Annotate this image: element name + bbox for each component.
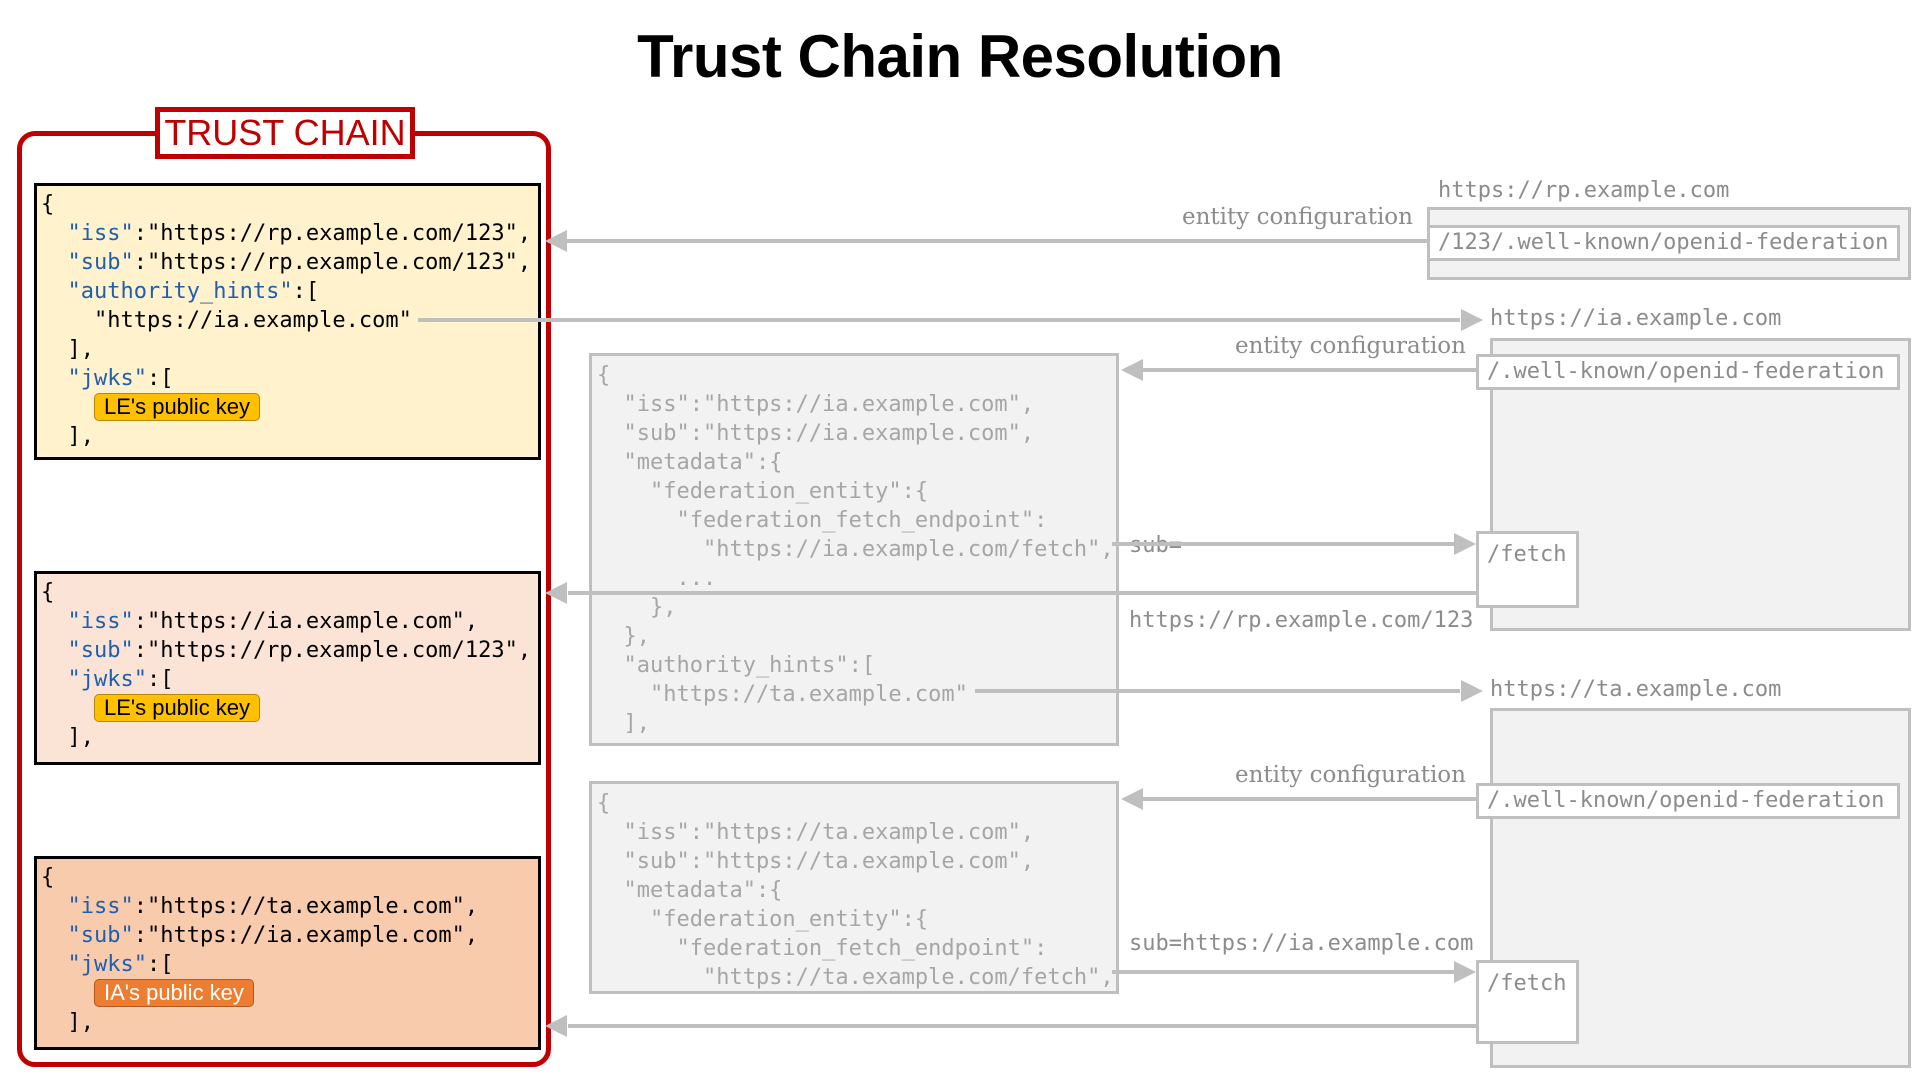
json-line: },: [597, 624, 650, 649]
json-line: ],: [41, 424, 94, 449]
iss-key: "iss": [67, 609, 134, 634]
arrowhead: [1121, 788, 1143, 810]
json-line: "iss":"https://ta.example.com",: [41, 892, 538, 921]
sub-value: :"https://rp.example.com/123",: [133, 250, 532, 275]
authority-hints-key: "authority_hints": [67, 279, 293, 304]
json-line: "federation_entity":{: [597, 479, 929, 504]
ta-subordinate-statement: { "iss":"https://ta.example.com", "sub":…: [34, 856, 541, 1050]
ta-server-panel: [1490, 708, 1911, 1068]
ta-entity-configuration: { "iss":"https://ta.example.com", "sub":…: [589, 781, 1119, 994]
json-line: "iss":"https://ia.example.com",: [41, 607, 538, 636]
ia-host-label: https://ia.example.com: [1490, 306, 1782, 331]
arrowhead: [1461, 309, 1483, 331]
le-public-key-badge: LE's public key: [93, 393, 261, 421]
sub-value: :"https://rp.example.com/123",: [133, 638, 532, 663]
json-line: "https://ia.example.com": [41, 306, 538, 335]
json-line: ],: [41, 725, 94, 750]
json-line: "sub":"https://ia.example.com",: [41, 921, 538, 950]
json-line: "https://ta.example.com/fetch",: [597, 965, 1114, 990]
json-line: ],: [41, 337, 94, 362]
json-line: "sub":"https://ia.example.com",: [597, 421, 1035, 446]
ta-config-endpoint: /.well-known/openid-federation: [1476, 783, 1900, 819]
rp-entity-statement: { "iss":"https://rp.example.com/123", "s…: [34, 183, 541, 460]
json-line: "jwks":[: [67, 667, 174, 692]
json-line: ],: [597, 711, 650, 736]
fetch-query-ta: sub=https://ia.example.com: [1129, 931, 1474, 956]
jwks-key: "jwks": [67, 366, 147, 391]
json-line: {: [597, 363, 611, 388]
ia-fetch-endpoint: /fetch: [1476, 531, 1579, 608]
arrowhead: [1121, 359, 1143, 381]
iss-value: :"https://rp.example.com/123",: [133, 221, 532, 246]
le-public-key-badge: LE's public key: [93, 694, 261, 722]
jwks-key: "jwks": [67, 952, 147, 977]
sub-key: "sub": [67, 923, 134, 948]
entity-configuration-label: entity configuration: [1235, 762, 1466, 788]
json-line: "jwks":[: [67, 366, 174, 391]
json-line: IA's public key: [41, 979, 538, 1008]
json-line: LE's public key: [41, 694, 538, 723]
json-line: LE's public key: [41, 393, 538, 422]
json-line: "federation_fetch_endpoint":: [597, 508, 1048, 533]
entity-configuration-label: entity configuration: [1235, 333, 1466, 359]
json-line: "authority_hints":[: [597, 653, 876, 678]
authority-hint-value: "https://ia.example.com": [93, 308, 412, 333]
json-line: ],: [41, 1010, 94, 1035]
diagram-title: Trust Chain Resolution: [637, 23, 1283, 90]
sub-value: :"https://ia.example.com",: [133, 923, 479, 948]
rp-config-endpoint: /123/.well-known/openid-federation: [1427, 225, 1900, 261]
json-line: "metadata":{: [597, 878, 783, 903]
fetch-query-ia: sub= https://rp.example.com/123: [1129, 483, 1473, 658]
ia-entity-configuration: { "iss":"https://ia.example.com", "sub":…: [589, 353, 1119, 746]
json-line: "federation_fetch_endpoint":: [597, 936, 1048, 961]
json-line: "https://ta.example.com": [597, 682, 968, 707]
ia-subordinate-statement: { "iss":"https://ia.example.com", "sub":…: [34, 571, 541, 765]
json-line: "jwks":[: [67, 952, 174, 977]
fetch-query-line: sub=: [1129, 533, 1182, 558]
iss-key: "iss": [67, 221, 134, 246]
ta-fetch-endpoint: /fetch: [1476, 960, 1579, 1044]
json-line: "sub":"https://rp.example.com/123",: [41, 248, 538, 277]
trust-chain-label: TRUST CHAIN: [155, 107, 415, 159]
iss-key: "iss": [67, 894, 134, 919]
json-line: "https://ia.example.com/fetch",: [597, 537, 1114, 562]
json-line: "iss":"https://ia.example.com",: [597, 392, 1035, 417]
json-line: "iss":"https://rp.example.com/123",: [41, 219, 538, 248]
json-line: {: [41, 192, 55, 217]
json-line: "authority_hints":[: [67, 279, 320, 304]
sub-key: "sub": [67, 250, 134, 275]
rp-host-label: https://rp.example.com: [1438, 178, 1730, 203]
json-line: "sub":"https://rp.example.com/123",: [41, 636, 538, 665]
entity-configuration-label: entity configuration: [1182, 204, 1413, 230]
arrowhead: [1454, 961, 1476, 983]
json-line: {: [41, 865, 55, 890]
json-line: ...: [597, 566, 717, 591]
json-line: {: [597, 791, 611, 816]
iss-value: :"https://ta.example.com",: [133, 894, 479, 919]
json-line: "metadata":{: [597, 450, 783, 475]
json-line: {: [41, 580, 55, 605]
ta-host-label: https://ta.example.com: [1490, 677, 1782, 702]
ia-public-key-badge: IA's public key: [93, 979, 254, 1007]
fetch-query-line: https://rp.example.com/123: [1129, 608, 1474, 633]
iss-value: :"https://ia.example.com",: [133, 609, 479, 634]
json-line: "federation_entity":{: [597, 907, 929, 932]
sub-key: "sub": [67, 638, 134, 663]
json-line: },: [597, 595, 677, 620]
json-line: "iss":"https://ta.example.com",: [597, 820, 1035, 845]
arrowhead: [1461, 680, 1483, 702]
jwks-key: "jwks": [67, 667, 147, 692]
ia-config-endpoint: /.well-known/openid-federation: [1476, 354, 1900, 390]
json-line: "sub":"https://ta.example.com",: [597, 849, 1035, 874]
